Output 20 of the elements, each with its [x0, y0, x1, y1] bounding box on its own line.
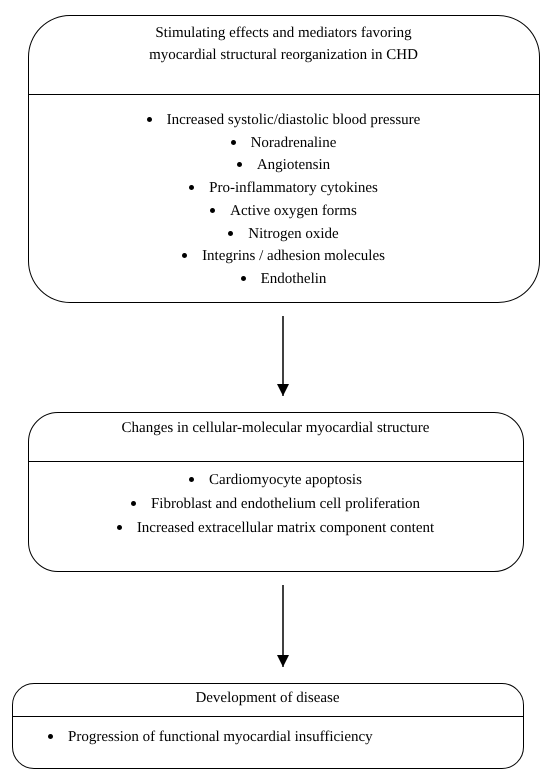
- arrow: [277, 316, 289, 396]
- list-item: Nitrogen oxide: [248, 226, 339, 242]
- box-heading: Changes in cellular-molecular myocardial structure: [120, 419, 430, 438]
- list-item: Noradrenaline: [250, 134, 336, 151]
- list-item: Progression of functional myocardial insufficiency: [68, 729, 373, 745]
- box-heading: Development of disease: [194, 689, 341, 708]
- list-item: Endothelin: [260, 270, 326, 287]
- rounded-box: [12, 683, 524, 769]
- list-item: Cardiomyocyte apoptosis: [209, 472, 362, 488]
- list-item: Increased systolic/diastolic blood pressure: [166, 112, 420, 128]
- list-item: Active oxygen forms: [230, 202, 357, 219]
- arrow: [277, 585, 289, 667]
- rounded-box: [28, 412, 524, 572]
- list-item: Increased extracellular matrix component content: [136, 520, 434, 536]
- rounded-box: [28, 15, 540, 303]
- list-item: Angiotensin: [256, 157, 330, 174]
- box-heading: Stimulating effects and mediators favoring myocardial structural reorganization in CHD: [148, 24, 419, 65]
- list-item: Fibroblast and endothelium cell proliferation: [150, 496, 420, 512]
- list-item: Pro-inflammatory cytokines: [209, 180, 378, 196]
- list-item: Integrins / adhesion molecules: [202, 248, 385, 264]
